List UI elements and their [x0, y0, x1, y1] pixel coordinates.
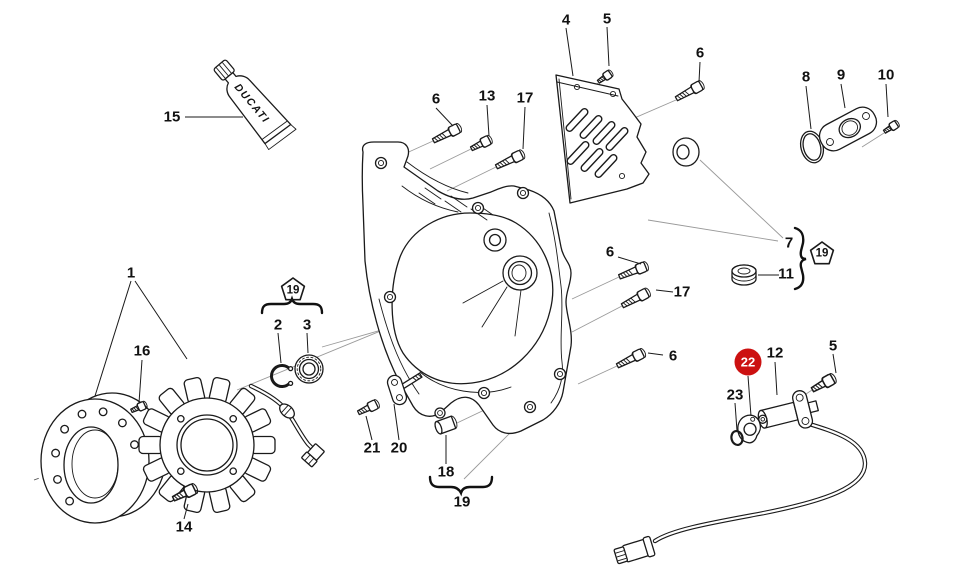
callout-20: 20	[390, 439, 408, 457]
seal-bushing	[672, 137, 700, 167]
stator-wire-grommet	[279, 403, 295, 419]
callout-leader-lines	[94, 26, 889, 520]
callout-19: 19	[286, 284, 300, 297]
callout-1: 1	[126, 264, 136, 282]
inspection-flange	[818, 106, 878, 152]
callout-5: 5	[828, 337, 838, 355]
rotor-flywheel	[40, 392, 167, 524]
bolt-17-top	[493, 148, 527, 172]
callout-6: 6	[695, 44, 705, 62]
callout-19: 19	[815, 247, 829, 260]
sleeve-nut	[731, 264, 757, 286]
callout-9: 9	[836, 66, 846, 84]
bolt-5-top	[595, 68, 615, 86]
cover-bearing-boss	[483, 228, 538, 291]
callout-6: 6	[668, 347, 678, 365]
pentagon-19-right	[809, 241, 835, 265]
generator-cover	[361, 141, 573, 435]
stator-assembly	[138, 376, 325, 514]
callout-16: 16	[133, 342, 151, 360]
callout-6: 6	[431, 90, 441, 108]
sensor-assembly	[613, 390, 868, 565]
heat-shield-slots	[565, 108, 629, 178]
callout-17: 17	[516, 89, 534, 107]
bearing	[294, 354, 324, 384]
callout-14: 14	[175, 518, 193, 536]
bolt-6-lower-right	[614, 346, 648, 371]
pentagon-19-left	[280, 277, 306, 301]
callout-6: 6	[605, 243, 615, 261]
callout-13: 13	[478, 87, 496, 105]
callout-23: 23	[726, 386, 744, 404]
callout-7: 7	[784, 234, 794, 252]
callout-2: 2	[273, 316, 283, 334]
circlip	[270, 364, 294, 388]
bolt-13	[468, 133, 495, 154]
callout-11: 11	[778, 265, 794, 283]
bolt-6-upper-right	[673, 78, 707, 104]
callout-8: 8	[801, 68, 811, 86]
bolt-10	[881, 118, 902, 136]
group-braces	[260, 226, 835, 497]
sensor-gasket	[737, 414, 762, 444]
callout-21: 21	[363, 439, 381, 457]
callout-4: 4	[561, 11, 571, 29]
cable-connector	[613, 535, 656, 565]
bolt-21	[355, 397, 382, 418]
bracket-2-3	[260, 295, 324, 315]
brace-7-11	[793, 226, 807, 291]
callout-15: 15	[163, 108, 181, 126]
heat-shield	[555, 74, 650, 204]
callout-5: 5	[602, 10, 612, 28]
callout-12: 12	[766, 344, 784, 362]
bolt-5-sensor	[809, 371, 839, 396]
sensor-body	[757, 390, 819, 429]
cable-retainer-plate	[386, 372, 423, 406]
sealant-tube: DUCATI	[213, 59, 297, 151]
brace-18-19	[428, 475, 494, 497]
callout-3: 3	[302, 316, 312, 334]
stator-connector	[301, 443, 325, 468]
sensor-o-ring	[730, 429, 744, 447]
callout-17: 17	[673, 283, 691, 301]
bolt-6-mid-right	[616, 260, 651, 283]
bolt-6-top	[430, 121, 464, 146]
callout-18: 18	[437, 463, 455, 481]
callout-10: 10	[877, 66, 895, 84]
highlighted-callout-22[interactable]: 22	[734, 348, 762, 376]
callout-19: 19	[453, 493, 471, 511]
dowel-bushing	[434, 415, 458, 435]
bolt-17-right	[619, 286, 653, 311]
